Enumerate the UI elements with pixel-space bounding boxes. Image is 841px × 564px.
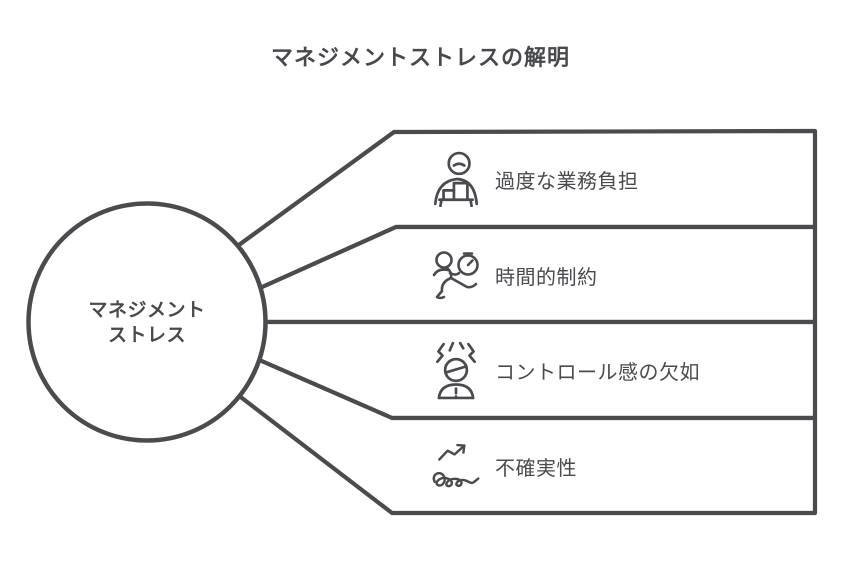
- running-person-stopwatch-icon: [432, 251, 479, 300]
- overworked-person-icon: [433, 151, 479, 207]
- branch-label: 時間的制約: [495, 266, 598, 289]
- diagram-title: マネジメントストレスの解明: [270, 45, 570, 70]
- center-label-line1: マネジメント: [88, 300, 206, 321]
- tangled-line-arrow-icon: [432, 443, 480, 488]
- branch-label: コントロール感の欠如: [495, 361, 700, 384]
- icon-box: [430, 149, 482, 209]
- icon-box: [430, 245, 482, 305]
- branch-row-time-constraints: 時間的制約: [430, 243, 810, 307]
- center-node-label: マネジメント ストレス: [37, 298, 257, 348]
- center-circle-shape: [26, 201, 268, 443]
- icon-box: [430, 340, 482, 400]
- branch-row-uncertainty: 不確実性: [430, 434, 810, 498]
- stressed-person-icon: [436, 341, 476, 400]
- center-label-line2: ストレス: [107, 325, 186, 346]
- branch-row-excessive-workload: 過度な業務負担: [430, 147, 810, 211]
- icon-box: [430, 436, 482, 496]
- branch-row-lack-of-control: コントロール感の欠如: [430, 338, 810, 402]
- branch-label: 不確実性: [495, 457, 577, 480]
- branch-label: 過度な業務負担: [495, 170, 639, 193]
